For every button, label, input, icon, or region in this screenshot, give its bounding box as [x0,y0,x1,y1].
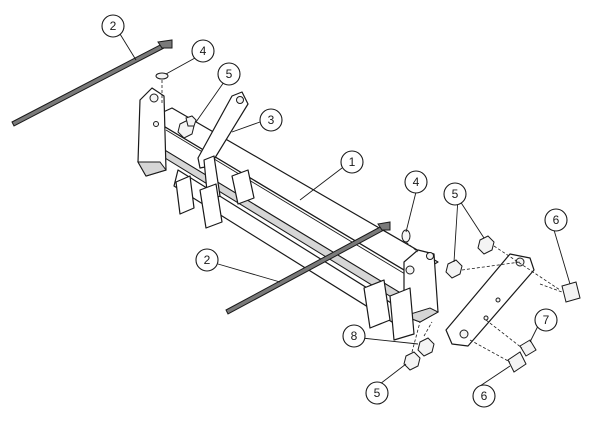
callout-2-upper: 2 [101,14,125,38]
callout-4-right: 4 [404,170,428,194]
main-crossbar [146,107,439,323]
callout-1: 1 [340,150,364,174]
right-end-bracket [363,249,440,341]
callout-7: 7 [534,308,558,332]
callout-6-bottom: 6 [472,384,496,408]
callout-label: 2 [204,253,211,267]
callout-2-lower: 2 [195,248,219,272]
callout-5-upper: 5 [217,62,241,86]
upper-rod [11,39,173,127]
lower-rod [225,221,391,315]
left-upright-bracket [137,87,167,177]
right-mounting-plate [445,253,535,347]
callout-label: 4 [200,44,207,58]
callout-3: 3 [259,108,283,132]
callout-5-bottom: 5 [365,381,389,405]
callout-label: 7 [543,313,550,327]
callout-5-right: 5 [443,182,467,206]
callout-label: 1 [349,155,356,169]
callout-8: 8 [342,324,366,348]
callout-label: 8 [351,329,358,343]
leader-lines [119,33,571,387]
callout-label: 6 [481,389,488,403]
callout-label: 4 [413,175,420,189]
lower-mid-brackets [175,169,255,229]
callout-6-right: 6 [544,208,568,232]
callout-label: 5 [374,386,381,400]
hardware [155,72,581,373]
callout-label: 3 [268,113,275,127]
callout-label: 6 [553,213,560,227]
callout-label: 5 [226,67,233,81]
callout-4-upper: 4 [191,39,215,63]
callout-label: 5 [452,187,459,201]
callout-label: 2 [110,19,117,33]
